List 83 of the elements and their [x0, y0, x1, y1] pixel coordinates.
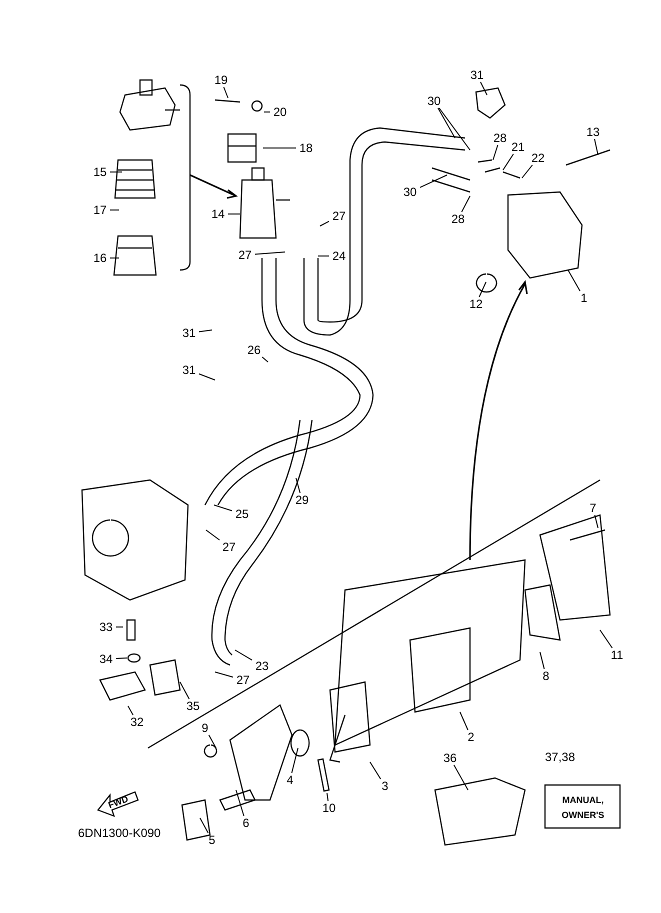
callout-number: 25 — [232, 507, 252, 521]
leader-line — [291, 748, 298, 774]
callout-number: 7 — [583, 501, 603, 515]
leader-line — [594, 138, 598, 156]
callout-number: 13 — [583, 125, 603, 139]
callout-number: 16 — [90, 251, 110, 265]
diagram-code: 6DN1300-K090 — [78, 826, 161, 840]
callout-number: 28 — [448, 212, 468, 226]
leader-line — [234, 650, 252, 661]
callout-number: 27 — [235, 248, 255, 262]
callout-number: 11 — [607, 648, 627, 662]
callout-number: 33 — [96, 620, 116, 634]
leader-line — [180, 682, 190, 700]
callout-number: 8 — [536, 669, 556, 683]
leader-line — [128, 706, 134, 716]
callout-number: 14 — [208, 207, 228, 221]
leader-line — [198, 373, 216, 380]
leader-line — [116, 658, 128, 660]
callout-number: 36 — [440, 751, 460, 765]
callout-number: 31 — [467, 68, 487, 82]
leader-line — [437, 108, 456, 138]
leader-line — [480, 82, 488, 96]
leader-line — [326, 792, 329, 802]
callout-number: 19 — [211, 73, 231, 87]
callout-number: 2 — [461, 730, 481, 744]
callout-number: 21 — [508, 140, 528, 154]
callout-number: 28 — [490, 131, 510, 145]
callout-number: 24 — [329, 249, 349, 263]
callout-number: 6 — [236, 816, 256, 830]
leader-line — [453, 764, 468, 790]
leader-line — [522, 164, 533, 178]
leader-line — [214, 672, 234, 678]
leader-line — [478, 282, 486, 298]
callout-number: 31 — [179, 363, 199, 377]
callout-number: 34 — [96, 652, 116, 666]
callout-number: 27 — [219, 540, 239, 554]
callout-number: 29 — [292, 493, 312, 507]
callout-number: 12 — [466, 297, 486, 311]
callout-number: 15 — [90, 165, 110, 179]
leader-line — [116, 626, 124, 628]
callout-number: 30 — [400, 185, 420, 199]
leader-line — [600, 630, 613, 648]
callout-number: 18 — [296, 141, 316, 155]
callout-number: 30 — [424, 94, 444, 108]
leader-line — [262, 356, 268, 362]
leader-line — [198, 330, 212, 332]
callout-number: 35 — [183, 699, 203, 713]
leader-line — [296, 478, 301, 494]
booklet-title: MANUAL, OWNER'S — [560, 794, 606, 822]
callout-number: 32 — [127, 715, 147, 729]
callout-number: 22 — [528, 151, 548, 165]
leader-line — [438, 108, 470, 150]
leader-line — [320, 220, 330, 226]
leader-line — [206, 530, 220, 540]
callout-number: 23 — [252, 659, 272, 673]
callout-number: 27 — [329, 209, 349, 223]
leader-line — [223, 86, 228, 98]
leader-line — [540, 652, 545, 670]
callout-number: 27 — [233, 673, 253, 687]
callout-number: 10 — [319, 801, 339, 815]
callout-number: 5 — [202, 833, 222, 847]
callout-number: 31 — [179, 326, 199, 340]
leader-line — [568, 270, 580, 292]
leader-line — [461, 196, 470, 212]
callout-number: 9 — [195, 721, 215, 735]
leader-line — [370, 762, 382, 780]
callout-number: 17 — [90, 203, 110, 217]
leader-line — [460, 712, 468, 730]
callout-number: 3 — [375, 779, 395, 793]
callout-number: 37,38 — [545, 750, 576, 764]
leader-line — [214, 504, 232, 512]
callout-number: 4 — [280, 773, 300, 787]
leader-line — [254, 252, 286, 255]
callout-number: 1 — [574, 291, 594, 305]
leader-line — [420, 174, 448, 188]
leader-line — [594, 514, 598, 528]
leader-line — [200, 818, 209, 834]
leader-line — [502, 154, 514, 170]
callout-number: 26 — [244, 343, 264, 357]
leader-line — [236, 790, 244, 816]
leader-line — [208, 734, 216, 748]
callout-number: 20 — [270, 105, 290, 119]
leader-line — [492, 144, 498, 160]
